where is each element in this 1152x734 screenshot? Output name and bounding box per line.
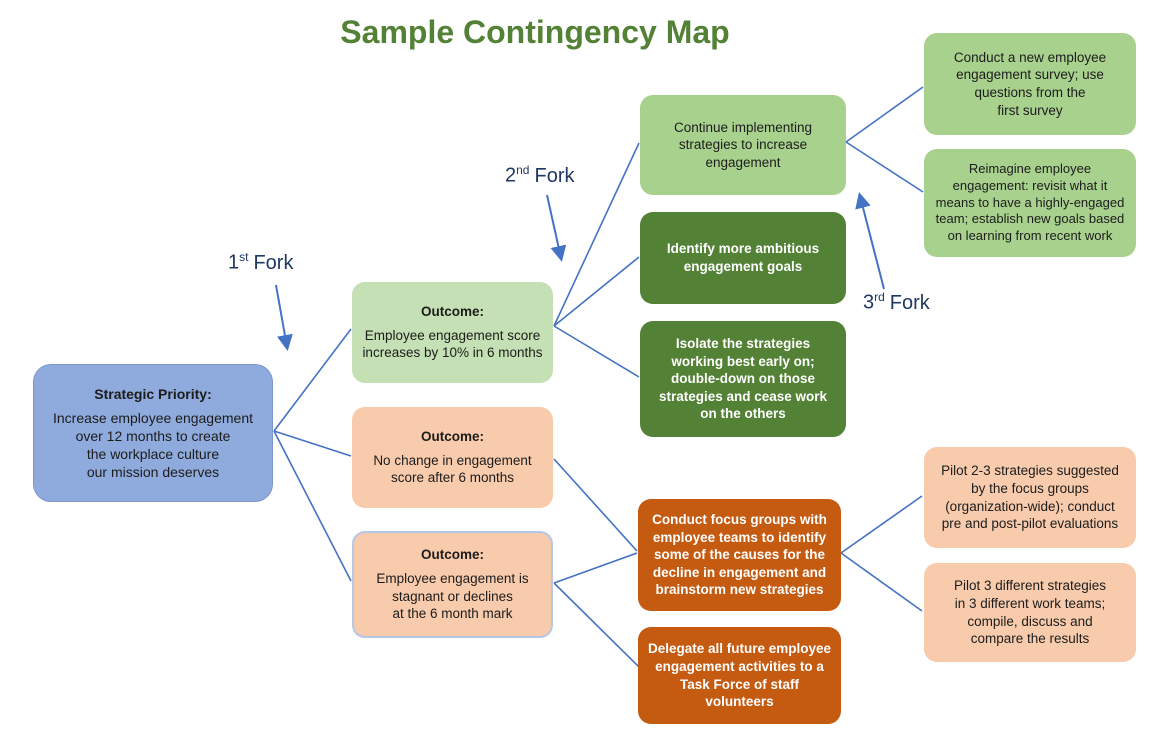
connector-line (273, 430, 352, 457)
fork-1-word: Fork (253, 251, 294, 274)
strategic-priority-heading: Strategic Priority: (94, 385, 212, 402)
connector-line (553, 142, 640, 327)
fork-2-number: 2 (505, 164, 517, 187)
action-text: Delegate all future employee engagement … (647, 641, 832, 710)
fork-label-3: 3rd Fork (863, 290, 930, 315)
connector-line (840, 552, 923, 612)
action-box-reimagine-engagement: Reimagine employee engagement: revisit w… (924, 149, 1136, 257)
action-text: Conduct a new employee engagement survey… (953, 49, 1107, 118)
fork-label-2: 2nd Fork (505, 163, 574, 188)
fork-2-suffix: nd (516, 163, 530, 177)
action-text: Continue implementing strategies to incr… (673, 119, 813, 170)
outcome-body: Employee engagement is stagnant or decli… (376, 570, 529, 622)
action-text: Pilot 2-3 strategies suggested by the fo… (941, 463, 1119, 532)
action-text: Identify more ambitious engagement goals (666, 241, 820, 274)
action-box-focus-groups: Conduct focus groups with employee teams… (638, 499, 841, 611)
action-box-new-survey: Conduct a new employee engagement survey… (924, 33, 1136, 135)
connector-line (553, 552, 638, 584)
connector-line (845, 86, 924, 143)
fork-3-number: 3 (863, 291, 875, 314)
fork-arrow-2-icon (546, 194, 567, 262)
action-text: Isolate the strategies working best earl… (658, 336, 828, 422)
fork-1-number: 1 (228, 251, 240, 274)
connector-line (273, 328, 352, 432)
fork-2-word: Fork (534, 164, 575, 187)
outcome-body: No change in engagement score after 6 mo… (373, 452, 532, 486)
strategic-priority-box: Strategic Priority: Increase employee en… (33, 364, 273, 502)
connector-line (553, 256, 640, 327)
action-text: Pilot 3 different strategies in 3 differ… (953, 578, 1107, 647)
fork-label-1: 1st Fork (228, 250, 293, 275)
action-text: Conduct focus groups with employee teams… (652, 512, 827, 598)
action-box-isolate-strategies: Isolate the strategies working best earl… (640, 321, 846, 437)
action-box-continue-implementing: Continue implementing strategies to incr… (640, 95, 846, 195)
action-box-identify-goals: Identify more ambitious engagement goals (640, 212, 846, 304)
fork-1-suffix: st (239, 250, 249, 264)
outcome-heading: Outcome: (420, 429, 484, 445)
strategic-priority-body: Increase employee engagement over 12 mon… (52, 409, 254, 481)
connector-line (553, 582, 640, 668)
fork-arrow-3-icon (855, 192, 885, 290)
outcome-heading: Outcome: (420, 547, 484, 563)
fork-3-suffix: rd (874, 290, 885, 304)
fork-3-word: Fork (889, 291, 930, 314)
outcome-box-stagnant: Outcome: Employee engagement is stagnant… (352, 531, 553, 638)
action-box-delegate-task-force: Delegate all future employee engagement … (638, 627, 841, 724)
fork-arrow-1-icon (275, 284, 293, 351)
connector-line (840, 495, 923, 554)
outcome-box-no-change: Outcome: No change in engagement score a… (352, 407, 553, 508)
outcome-body: Employee engagement score increases by 1… (362, 327, 543, 361)
connector-line (845, 141, 924, 193)
action-box-pilot-work-teams: Pilot 3 different strategies in 3 differ… (924, 563, 1136, 662)
page-title: Sample Contingency Map (340, 14, 730, 50)
connector-line (273, 430, 352, 582)
connector-line (553, 458, 638, 552)
outcome-heading: Outcome: (420, 304, 484, 320)
outcome-box-increase: Outcome: Employee engagement score incre… (352, 282, 553, 383)
action-box-pilot-org-wide: Pilot 2-3 strategies suggested by the fo… (924, 447, 1136, 548)
action-text: Reimagine employee engagement: revisit w… (935, 160, 1125, 244)
connector-line (553, 325, 640, 378)
